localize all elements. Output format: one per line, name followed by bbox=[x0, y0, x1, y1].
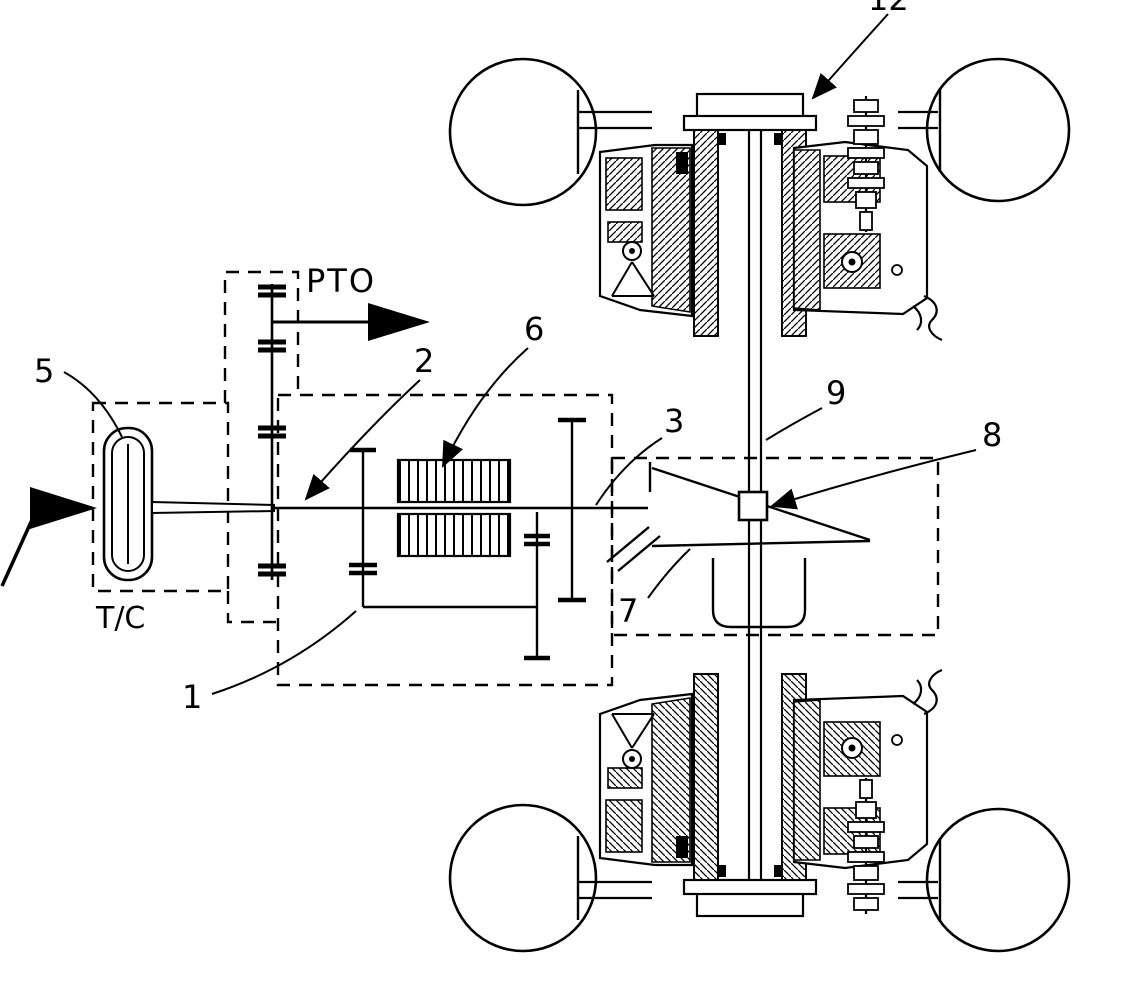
upper-axle-assembly bbox=[448, 57, 1071, 342]
axle-stubs bbox=[578, 110, 938, 130]
gear-c-caps bbox=[558, 417, 586, 603]
label-ref-1: 1 bbox=[182, 678, 202, 716]
clutch-pack-lower bbox=[396, 512, 512, 558]
reference-leaders bbox=[63, 13, 977, 695]
rear-axle-dashed-box bbox=[610, 456, 940, 637]
input-assembly bbox=[0, 426, 275, 587]
brake-lever-pigtail bbox=[923, 294, 943, 342]
bevel-mesh-slash-2 bbox=[617, 535, 661, 572]
left-bearing-dot bbox=[629, 248, 635, 254]
transmission-dashed-box bbox=[276, 393, 614, 687]
seal-left bbox=[719, 133, 726, 145]
seal-right bbox=[774, 133, 781, 145]
brake-lever-pigtail-2 bbox=[912, 305, 923, 331]
label-ref-3: 3 bbox=[664, 402, 684, 440]
step-dashed-outline bbox=[226, 591, 278, 624]
shaft-housing-bracket bbox=[711, 558, 807, 629]
gear-a-caps bbox=[349, 447, 377, 576]
leader-ref-3 bbox=[595, 437, 663, 506]
label-pto-caption: PTO bbox=[306, 262, 376, 300]
upper-left-wheel bbox=[448, 57, 598, 207]
right-bearing-dot bbox=[848, 258, 856, 266]
label-ref-6: 6 bbox=[524, 310, 544, 348]
leader-ref-top bbox=[811, 13, 889, 100]
housing-wall-left bbox=[693, 129, 719, 337]
torque-converter-dashed-box bbox=[91, 401, 230, 593]
input-arrow bbox=[30, 487, 97, 529]
label-ref-9: 9 bbox=[826, 374, 846, 412]
leader-ref-7 bbox=[647, 548, 691, 599]
transfer-unit-8 bbox=[737, 490, 769, 522]
label-ref-5: 5 bbox=[34, 352, 54, 390]
label-ref-2: 2 bbox=[414, 342, 434, 380]
gear-b-caps bbox=[524, 533, 550, 661]
bevel-mesh-slash-1 bbox=[606, 526, 650, 563]
tc-capsule-inner bbox=[111, 436, 145, 572]
lower-axle-assembly bbox=[448, 668, 1071, 953]
left-block-dark bbox=[676, 152, 688, 174]
label-ref-8: 8 bbox=[982, 416, 1002, 454]
gear-stack bbox=[847, 99, 885, 231]
reference-labels: 5 2 6 3 1 7 9 8 12 T/C PTO bbox=[34, 0, 1002, 716]
left-cone bbox=[611, 261, 655, 297]
upper-right-wheel bbox=[925, 57, 1071, 203]
leader-ref-9 bbox=[765, 407, 823, 441]
left-block-hatch-a bbox=[605, 157, 643, 211]
label-ref-top-clipped: 12 bbox=[868, 0, 909, 18]
pto-dashed-outline bbox=[223, 270, 300, 403]
leader-ref-5 bbox=[63, 371, 123, 438]
bevel-gear-set bbox=[606, 462, 871, 572]
transmission-internals bbox=[272, 417, 648, 661]
left-block-hatch-c bbox=[607, 221, 643, 243]
input-shaft-taper bbox=[151, 500, 275, 515]
leader-ref-2 bbox=[304, 379, 421, 501]
label-tc-caption: T/C bbox=[95, 601, 145, 636]
right-block-hatch-a bbox=[793, 149, 821, 311]
dashed-outlines bbox=[91, 270, 940, 687]
housing-cap bbox=[695, 92, 805, 120]
leader-ref-1 bbox=[211, 610, 357, 695]
housing-flange bbox=[682, 114, 818, 132]
pto-gear-marks bbox=[258, 284, 286, 577]
label-ref-7: 7 bbox=[618, 592, 638, 630]
right-small-bearing bbox=[891, 264, 903, 276]
leader-ref-6 bbox=[442, 347, 529, 468]
pto-assembly bbox=[258, 284, 430, 580]
clutch-pack-upper bbox=[396, 458, 512, 504]
leader-ref-8 bbox=[769, 449, 977, 510]
left-block-hatch-b bbox=[651, 147, 691, 313]
pto-arrow bbox=[368, 303, 430, 341]
